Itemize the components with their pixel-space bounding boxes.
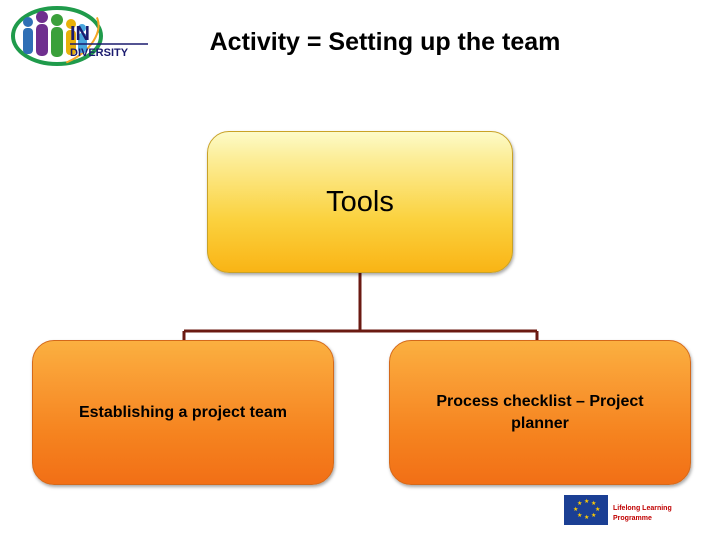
eu-logo-text: Lifelong Learning Programme [613,495,712,524]
eu-logo-text-line1 [613,495,712,503]
logo-graphic: IN DIVERSITY [11,6,148,69]
eu-logo-text-line2: Lifelong Learning Programme [613,504,672,523]
node-right-label: Process checklist – Project planner [436,392,644,432]
eu-lifelong-learning-logo: ★ ★ ★ ★ ★ ★ ★ ★ Lifelong Learning Progra… [564,488,712,532]
node-establishing-a-project-team[interactable]: Establishing a project team [32,340,334,485]
logo-word-in: IN [70,23,90,45]
node-tools-label: Tools [326,185,394,218]
logo-word-diversity: DIVERSITY [70,47,129,59]
node-left-label: Establishing a project team [78,403,288,421]
in-diversity-logo: IN DIVERSITY [10,6,150,72]
node-process-checklist-project-planner[interactable]: Process checklist – Project planner [389,340,691,485]
page-title: Activity = Setting up the team [209,28,561,56]
node-tools[interactable]: Tools [207,131,513,273]
eu-flag-icon: ★ ★ ★ ★ ★ ★ ★ ★ [564,495,608,525]
